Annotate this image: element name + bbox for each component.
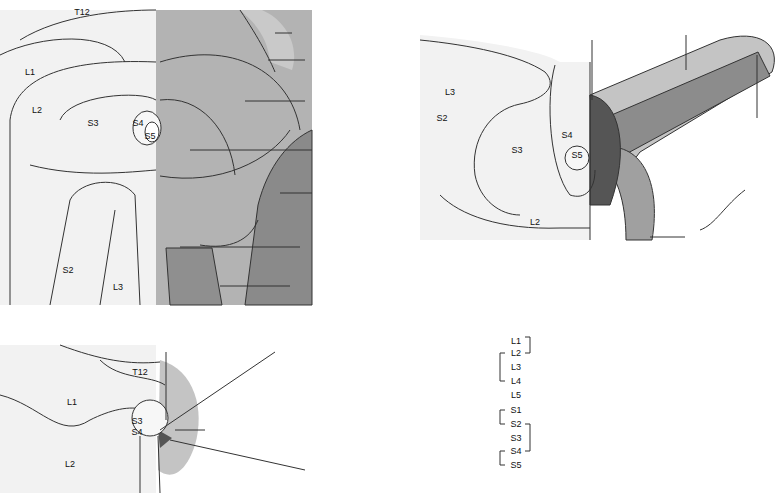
dermatome-label: T12 [74,8,90,17]
dermatome-label: S4 [132,119,143,128]
dermatome-label: S2 [436,114,447,123]
dermatome-label: S3 [87,119,98,128]
dermatome-label: S1 [510,406,521,415]
dermatome-label: S4 [510,447,521,456]
dermatome-label: L4 [511,377,521,386]
dermatome-label: L3 [113,283,123,292]
dermatome-label: L2 [32,106,42,115]
dermatome-label: S5 [571,151,582,160]
dermatome-label: L1 [67,398,77,407]
dermatome-label: S3 [511,146,522,155]
dermatome-label: S4 [131,428,142,437]
dermatome-label: S5 [144,132,155,141]
dermatome-label: L3 [445,88,455,97]
dermatome-label: L2 [65,460,75,469]
dermatome-label: S3 [510,434,521,443]
dermatome-label: L2 [511,349,521,358]
dermatome-label: S3 [131,417,142,426]
dermatome-label: T12 [132,368,148,377]
dermatome-label: L5 [511,391,521,400]
dermatome-label: L1 [511,337,521,346]
dermatome-label: S4 [561,131,572,140]
dermatome-label: L2 [530,218,540,227]
dermatome-label: L1 [25,68,35,77]
dermatome-label: S2 [510,420,521,429]
dermatome-label: L3 [511,363,521,372]
dermatome-label: S5 [510,461,521,470]
dermatome-label: S2 [62,266,73,275]
